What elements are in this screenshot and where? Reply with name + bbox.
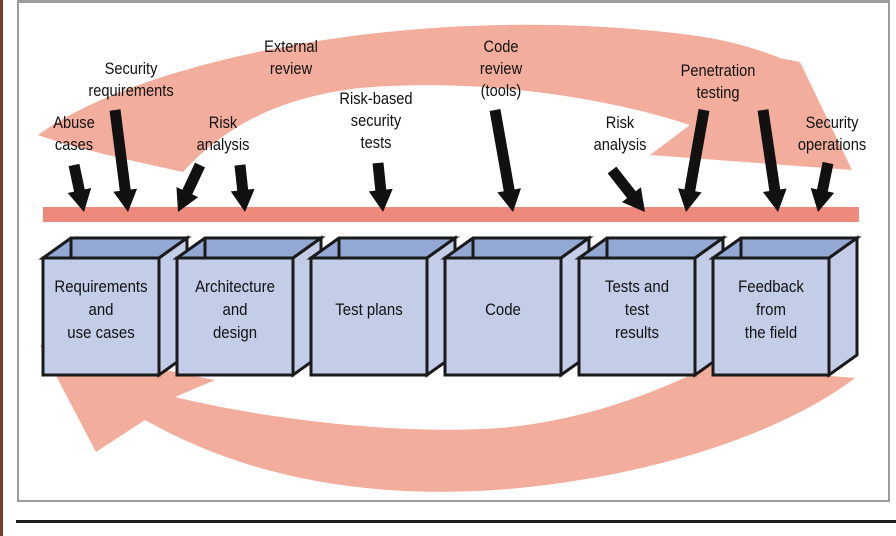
touchpoint-arrow-risk-analysis-1-1 [176, 162, 205, 212]
touchpoint-arrow-security-operations-1 [810, 161, 835, 212]
box-front-face [443, 256, 563, 377]
touchpoint-arrow-abuse-cases-1 [67, 163, 92, 212]
bottom-cycle-arrow [40, 345, 855, 492]
artifact-label-code: Code [485, 300, 521, 319]
artifact-box-feedback [708, 235, 862, 378]
touchpoint-arrow-penetration-testing-1 [678, 109, 710, 212]
bottom-rule [16, 520, 896, 523]
box-front-face [577, 256, 697, 377]
touchpoint-arrow-security-requirements-1 [109, 109, 138, 212]
box-front-face [711, 256, 831, 377]
timeline-bar [43, 207, 859, 222]
box-front-face [41, 256, 161, 377]
touchpoint-arrow-risk-analysis-1-2 [230, 164, 255, 212]
box-side-face [827, 235, 859, 378]
box-front-face [309, 256, 429, 377]
artifact-box-architecture [172, 235, 326, 378]
left-margin-rule [0, 0, 3, 536]
top-cycle-arrow [38, 24, 852, 172]
touchpoint-arrow-penetration-testing-2 [757, 109, 787, 212]
box-front-face [175, 256, 295, 377]
artifact-label-test-plans: Test plans [335, 300, 403, 319]
touchpoint-arrow-code-review-tools-1 [489, 109, 521, 212]
touchpoint-arrow-risk-analysis-2-1 [607, 166, 645, 212]
touchpoint-arrow-risk-based-security-tests-1 [368, 162, 393, 212]
